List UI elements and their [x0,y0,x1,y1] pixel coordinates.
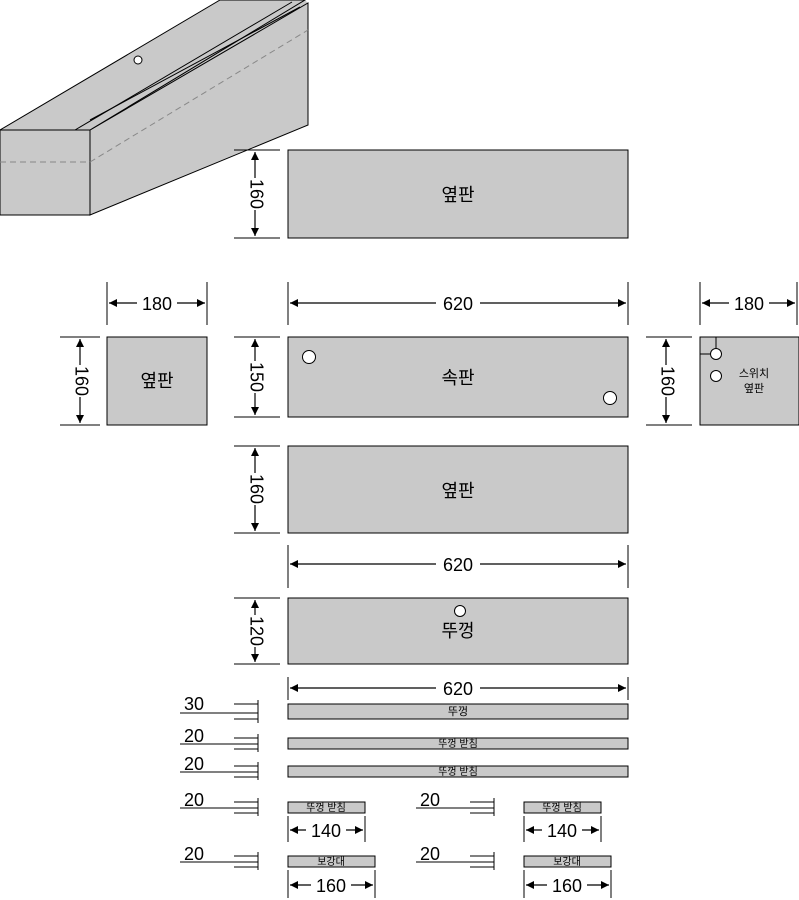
svg-text:140: 140 [311,821,341,841]
lid-hole-icon [454,605,466,617]
svg-text:뚜껑 받침: 뚜껑 받침 [438,766,478,778]
svg-text:20: 20 [420,790,440,810]
svg-text:뚜껑 받침: 뚜껑 받침 [542,802,582,814]
svg-text:140: 140 [547,821,577,841]
svg-text:20: 20 [184,844,204,864]
short-lid-support-right: 뚜껑 받침 [523,801,602,814]
svg-text:120: 120 [246,616,266,646]
dim-140-right: 140 [523,816,602,842]
svg-text:30: 30 [184,694,204,714]
svg-text:20: 20 [184,754,204,774]
lid-strip: 뚜껑 [287,703,629,720]
dim-30: 30 [180,694,259,723]
svg-text:뚜껑 받침: 뚜껑 받침 [438,738,478,750]
dim-160-middle: 160 [234,445,280,534]
svg-text:180: 180 [142,294,172,314]
svg-text:옆판: 옆판 [441,481,474,501]
short-lid-support-left: 뚜껑 받침 [287,801,366,814]
lid-support-strip-2: 뚜껑 받침 [287,765,629,778]
dim-620-middle: 620 [287,545,629,588]
svg-text:160: 160 [316,876,346,896]
svg-text:620: 620 [443,294,473,314]
box-3d-sketch [0,0,309,216]
dim-20-d: 20 [416,790,495,816]
dim-20-a: 20 [180,726,259,752]
side-panel-left: 옆판 [106,336,208,426]
inner-panel: 속판 [287,336,629,418]
box-hole-icon [133,55,143,65]
svg-text:620: 620 [443,679,473,699]
svg-text:160: 160 [246,179,266,209]
switch-hole-icon [710,370,722,382]
svg-text:뚜껑: 뚜껑 [441,621,474,641]
dim-150: 150 [234,336,280,418]
svg-text:150: 150 [246,362,266,392]
lid-support-strip-1: 뚜껑 받침 [287,737,629,750]
dim-120: 120 [234,597,280,665]
reinforcement-right: 보강대 [523,855,612,868]
svg-text:뚜껑: 뚜껑 [448,705,468,718]
svg-text:160: 160 [552,876,582,896]
svg-text:뚜껑 받침: 뚜껑 받침 [306,802,346,814]
dim-20-b: 20 [180,754,259,780]
dim-620-lower: 620 [287,677,629,700]
svg-text:160: 160 [246,474,266,504]
switch-side-panel: 스위치 옆판 [699,336,799,426]
svg-text:옆판: 옆판 [744,382,764,395]
dim-160-bottom-right: 160 [523,870,612,898]
inner-panel-hole-icon [603,391,617,405]
svg-text:620: 620 [443,555,473,575]
dim-180-left: 180 [106,282,208,325]
dim-180-right: 180 [699,282,798,325]
side-panel-bottom: 옆판 [287,445,629,534]
svg-text:보강대: 보강대 [553,856,581,868]
reinforcement-left: 보강대 [287,855,376,868]
svg-text:20: 20 [420,844,440,864]
svg-text:옆판: 옆판 [441,185,474,205]
dim-160-bottom-left: 160 [287,870,376,898]
svg-text:160: 160 [71,366,91,396]
dim-20-f: 20 [416,844,495,870]
svg-text:스위치: 스위치 [739,367,769,380]
dim-620-upper: 620 [287,282,629,325]
svg-text:180: 180 [734,294,764,314]
side-panel-top: 옆판 [287,149,629,239]
svg-text:보강대: 보강대 [317,856,345,868]
switch-hole-icon [710,348,722,360]
inner-panel-hole-icon [302,350,316,364]
svg-text:20: 20 [184,726,204,746]
svg-text:속판: 속판 [441,368,474,388]
dim-160-left: 160 [60,336,100,426]
svg-text:160: 160 [657,366,677,396]
svg-text:20: 20 [184,790,204,810]
dim-140-left: 140 [287,816,366,842]
dim-160-right: 160 [646,336,692,426]
dim-160-top: 160 [234,149,280,239]
dim-20-e: 20 [180,844,259,870]
svg-text:옆판: 옆판 [140,371,173,391]
lid-panel: 뚜껑 [287,597,629,665]
dim-20-c: 20 [180,790,259,816]
